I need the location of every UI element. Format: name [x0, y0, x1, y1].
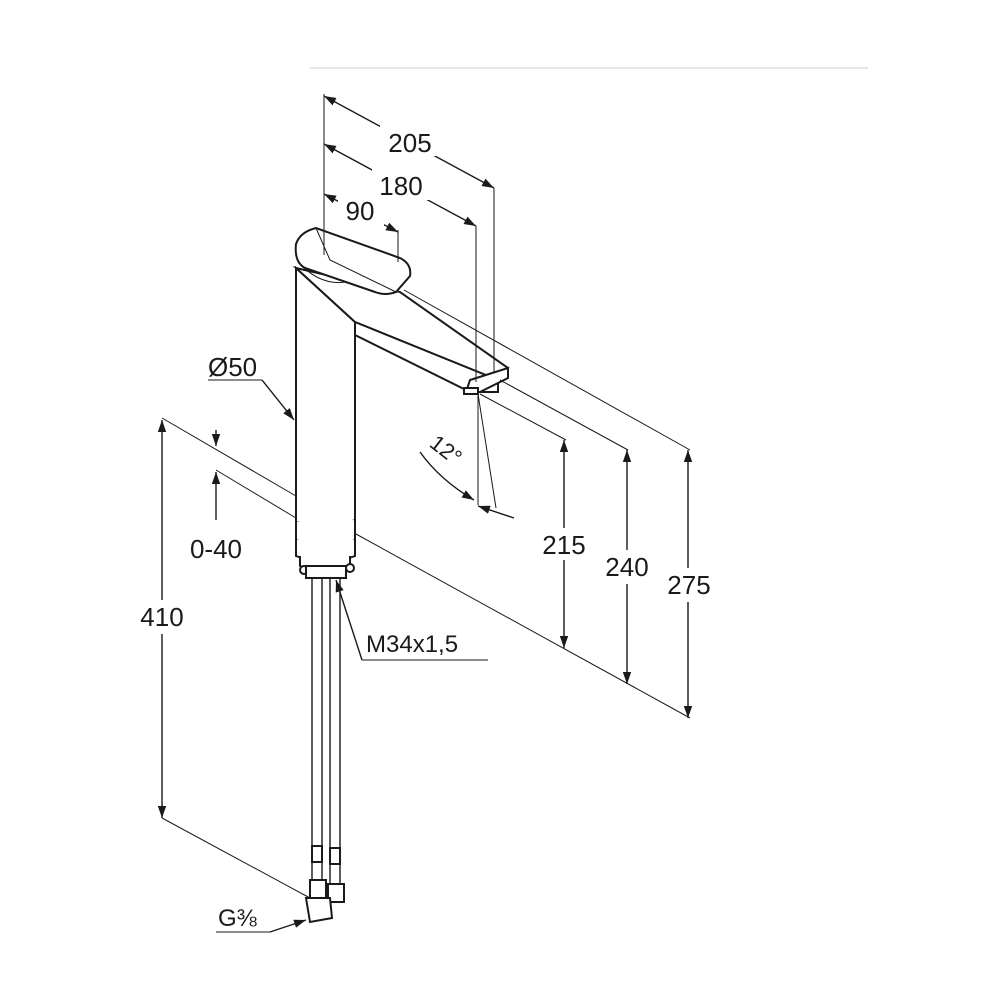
dim-180-label: 180 — [379, 171, 422, 201]
thread-leader — [335, 579, 363, 661]
nut-bolt-right — [345, 563, 355, 573]
lever-ridge — [315, 227, 397, 293]
connection-leader — [269, 919, 307, 933]
ext-line-275-top — [403, 289, 691, 451]
dim-240-label: 240 — [605, 552, 648, 582]
angle-callout: 12° — [419, 393, 515, 519]
dim-040-label: 0-40 — [190, 534, 242, 564]
label-bg-205 — [380, 124, 442, 156]
dim-410-label: 410 — [140, 602, 183, 632]
angle-ref-spray — [477, 393, 497, 509]
label-bg-215 — [534, 528, 594, 560]
hose-nut-left — [309, 879, 327, 899]
diameter-leader — [261, 379, 295, 421]
height-dimensions: 215 240 275 — [355, 289, 720, 719]
dim-215-label: 215 — [542, 530, 585, 560]
ext-line-240-top — [499, 379, 629, 451]
ext-line-base — [355, 533, 691, 719]
diameter-label: Ø50 — [208, 352, 257, 382]
angle-arc-right — [477, 505, 515, 519]
lever-edge — [297, 261, 347, 284]
ext-line-410-bottom — [161, 817, 311, 899]
label-bg-240 — [598, 550, 658, 584]
angle-label: 12° — [425, 430, 467, 470]
hose-fitting-right — [329, 847, 341, 865]
dim-205-label: 205 — [388, 128, 431, 158]
faucet-body — [292, 226, 510, 924]
faucet-spout-side — [354, 320, 499, 393]
connection-label: G⅜ — [218, 905, 258, 932]
label-bg-90 — [338, 196, 384, 228]
ext-line-215-top — [479, 393, 567, 441]
thread-callout: M34x1,5 — [335, 579, 488, 661]
g38-connector — [304, 897, 334, 924]
aerator — [463, 387, 479, 395]
threaded-shank — [305, 565, 347, 579]
hose-nut-right — [327, 883, 345, 903]
left-dimensions: 410 0-40 — [130, 417, 311, 899]
dim-90-label: 90 — [346, 196, 375, 226]
angle-arc-left — [419, 451, 475, 501]
ext-line-040-bottom — [215, 469, 297, 519]
diameter-callout: Ø50 — [208, 352, 295, 421]
dim-275-label: 275 — [667, 570, 710, 600]
label-bg-410 — [130, 600, 194, 634]
thread-label: M34x1,5 — [366, 631, 458, 658]
ext-line-410-top — [161, 417, 297, 497]
hose-fitting-left — [311, 845, 323, 863]
top-dimensions: 205 180 90 — [323, 94, 495, 382]
connection-callout: G⅜ — [216, 905, 307, 933]
label-bg-275 — [660, 568, 720, 602]
label-bg-180 — [372, 168, 430, 200]
